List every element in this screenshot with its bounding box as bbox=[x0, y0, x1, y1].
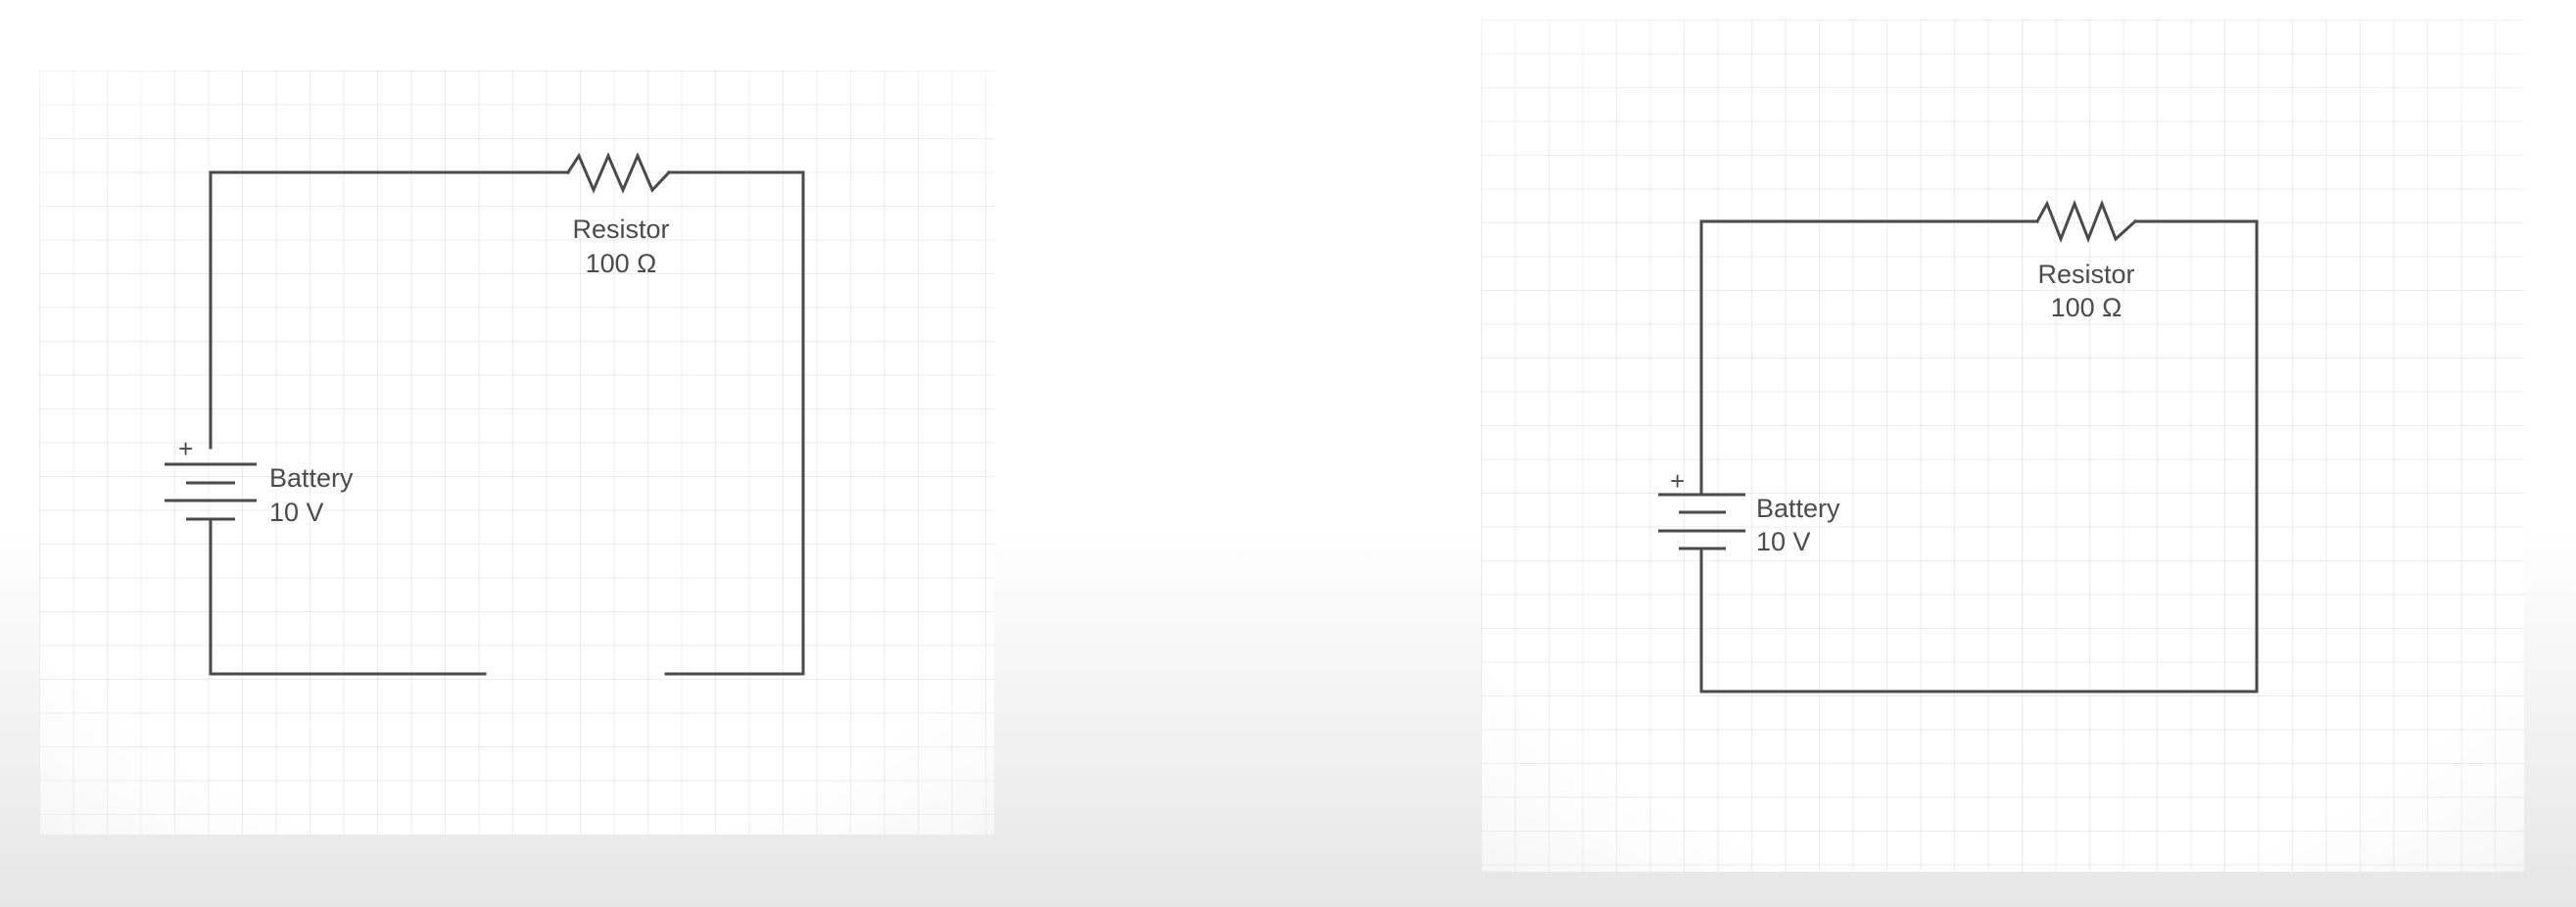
battery-label: Battery bbox=[269, 463, 354, 493]
wire-segment bbox=[1699, 219, 2259, 693]
battery-positive-mark: + bbox=[178, 434, 193, 463]
wire-segment-break bbox=[209, 517, 487, 676]
circuit-open: + Battery 10 V Resistor 100 Ω bbox=[165, 152, 805, 676]
resistor-value: 100 Ω bbox=[586, 249, 657, 278]
resistor-symbol bbox=[565, 152, 672, 194]
battery-label: Battery bbox=[1756, 494, 1840, 523]
wire-segment bbox=[209, 170, 570, 450]
grid-canvas-left bbox=[39, 71, 994, 835]
wire-segment bbox=[1699, 219, 2039, 494]
resistor-label: Resistor bbox=[2037, 260, 2134, 289]
resistor-symbol bbox=[2034, 199, 2138, 244]
resistor-value: 100 Ω bbox=[2051, 293, 2123, 322]
battery-positive-mark: + bbox=[1670, 466, 1685, 496]
circuit-closed: + Battery 10 V Resistor 100 Ω bbox=[1658, 199, 2259, 693]
battery-voltage: 10 V bbox=[269, 498, 324, 527]
resistor-label: Resistor bbox=[572, 215, 669, 244]
wire-segment bbox=[664, 170, 805, 676]
grid-canvas-right bbox=[1481, 20, 2524, 872]
battery-voltage: 10 V bbox=[1756, 527, 1811, 556]
